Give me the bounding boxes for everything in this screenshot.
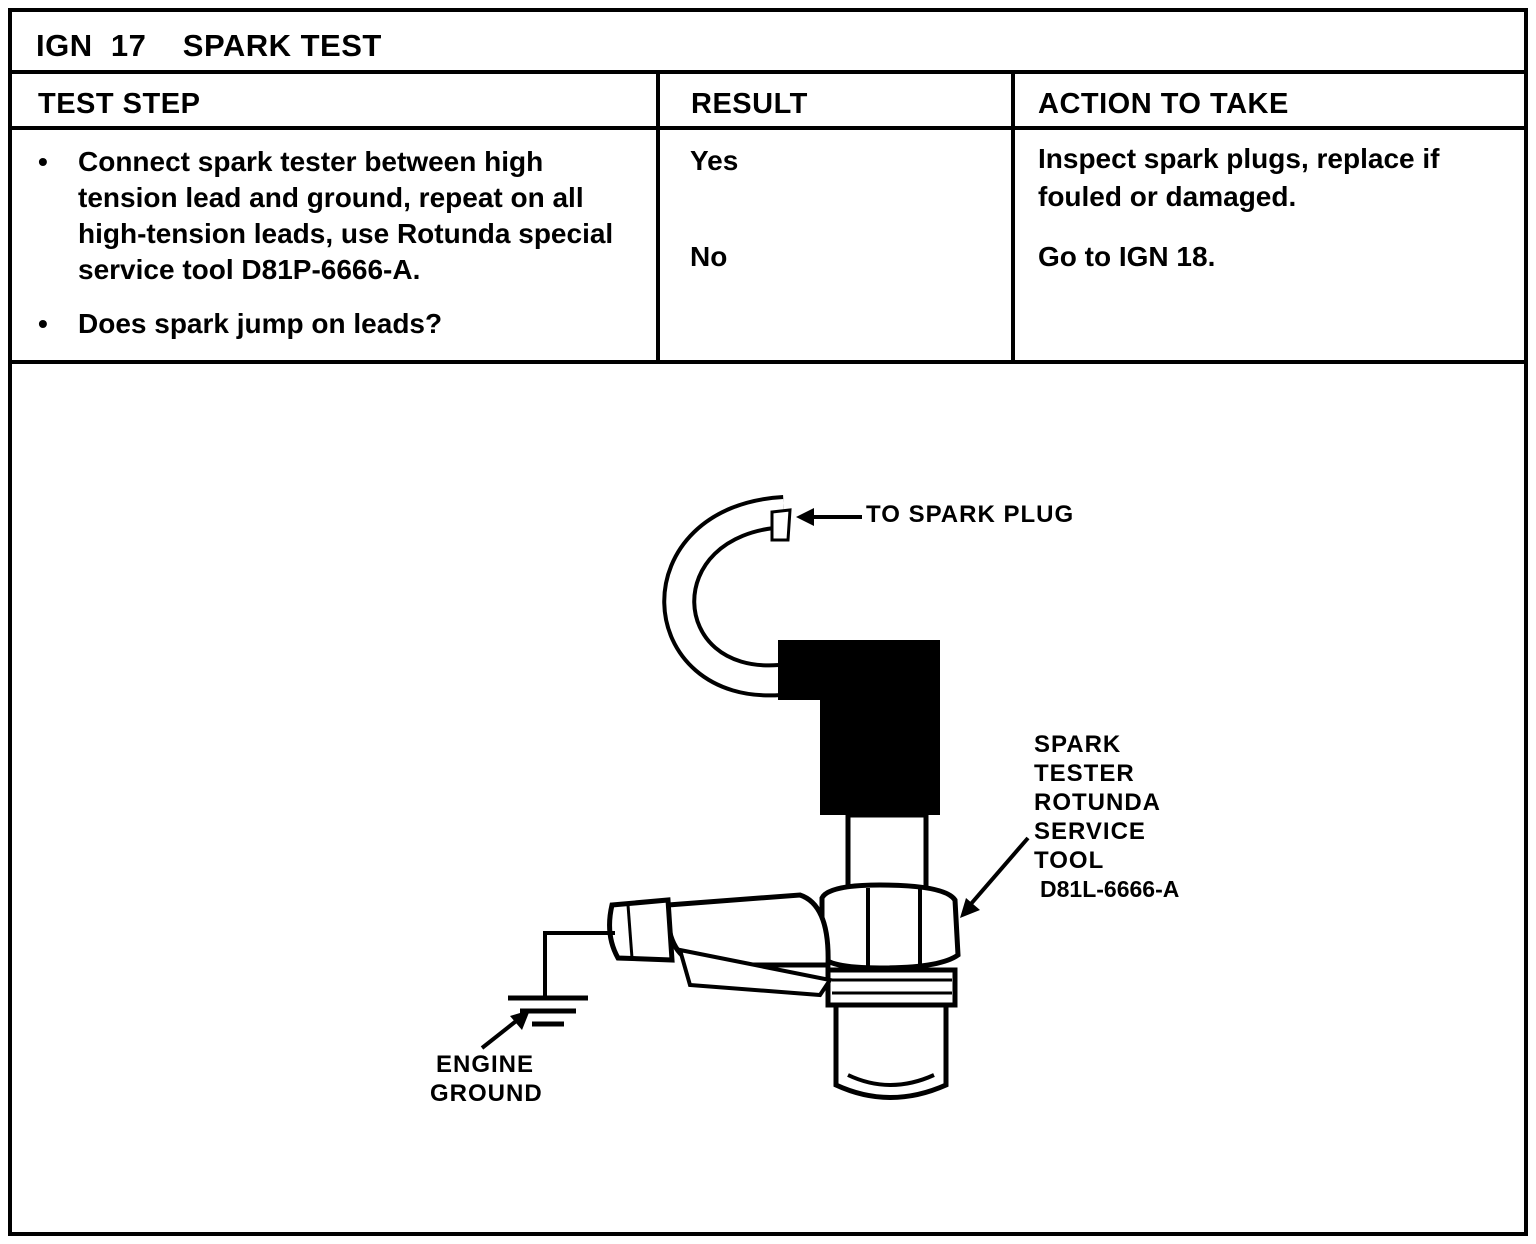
column-header-row: TEST STEP RESULT ACTION TO TAKE <box>8 74 1528 130</box>
tester-head <box>778 640 940 815</box>
step-text: Connect spark tester between high tensio… <box>78 146 614 285</box>
arrow-icon <box>796 508 862 526</box>
tester-threads <box>825 967 958 1008</box>
spark-plug-lead <box>662 495 792 698</box>
column-divider <box>656 74 660 364</box>
label-tester-line: TOOL <box>1034 847 1105 874</box>
step-text: Does spark jump on leads? <box>78 308 443 339</box>
column-header-action: ACTION TO TAKE <box>1038 88 1289 120</box>
ground-symbol <box>508 931 615 1027</box>
tester-body <box>833 1002 949 1100</box>
title-row: IGN 17 SPARK TEST <box>8 8 1528 74</box>
column-header-result: RESULT <box>691 88 808 120</box>
label-to-spark-plug: TO SPARK PLUG <box>866 501 1075 528</box>
label-tool-number: D81L-6666-A <box>1040 876 1180 902</box>
bullet-icon: • <box>38 308 48 339</box>
action-yes: Inspect spark plugs, replace if fouled o… <box>1038 143 1440 212</box>
label-ground-line: GROUND <box>430 1080 543 1107</box>
column-divider <box>1011 74 1015 364</box>
arrow-icon <box>960 836 1030 918</box>
step-item: • Does spark jump on leads? <box>38 306 628 342</box>
label-tester-line: SPARK <box>1034 731 1122 758</box>
action-no: Go to IGN 18. <box>1038 241 1216 272</box>
page-frame <box>8 8 1528 1236</box>
tester-neck <box>845 812 929 893</box>
label-tester-line: TESTER <box>1034 760 1135 787</box>
label-ground-line: ENGINE <box>436 1051 535 1078</box>
label-tester-line: ROTUNDA <box>1034 789 1161 816</box>
ground-clip <box>607 892 834 998</box>
step-item: • Connect spark tester between high tens… <box>38 144 628 288</box>
result-no: No <box>690 241 728 272</box>
page-title: IGN 17 SPARK TEST <box>36 28 382 63</box>
test-row: • Connect spark tester between high tens… <box>8 130 1528 364</box>
label-tester-line: SERVICE <box>1034 818 1146 845</box>
column-header-test-step: TEST STEP <box>38 88 201 120</box>
arrow-icon <box>480 1010 530 1050</box>
result-yes: Yes <box>690 145 739 176</box>
bullet-icon: • <box>38 146 48 177</box>
tester-hex-nut <box>819 882 961 971</box>
